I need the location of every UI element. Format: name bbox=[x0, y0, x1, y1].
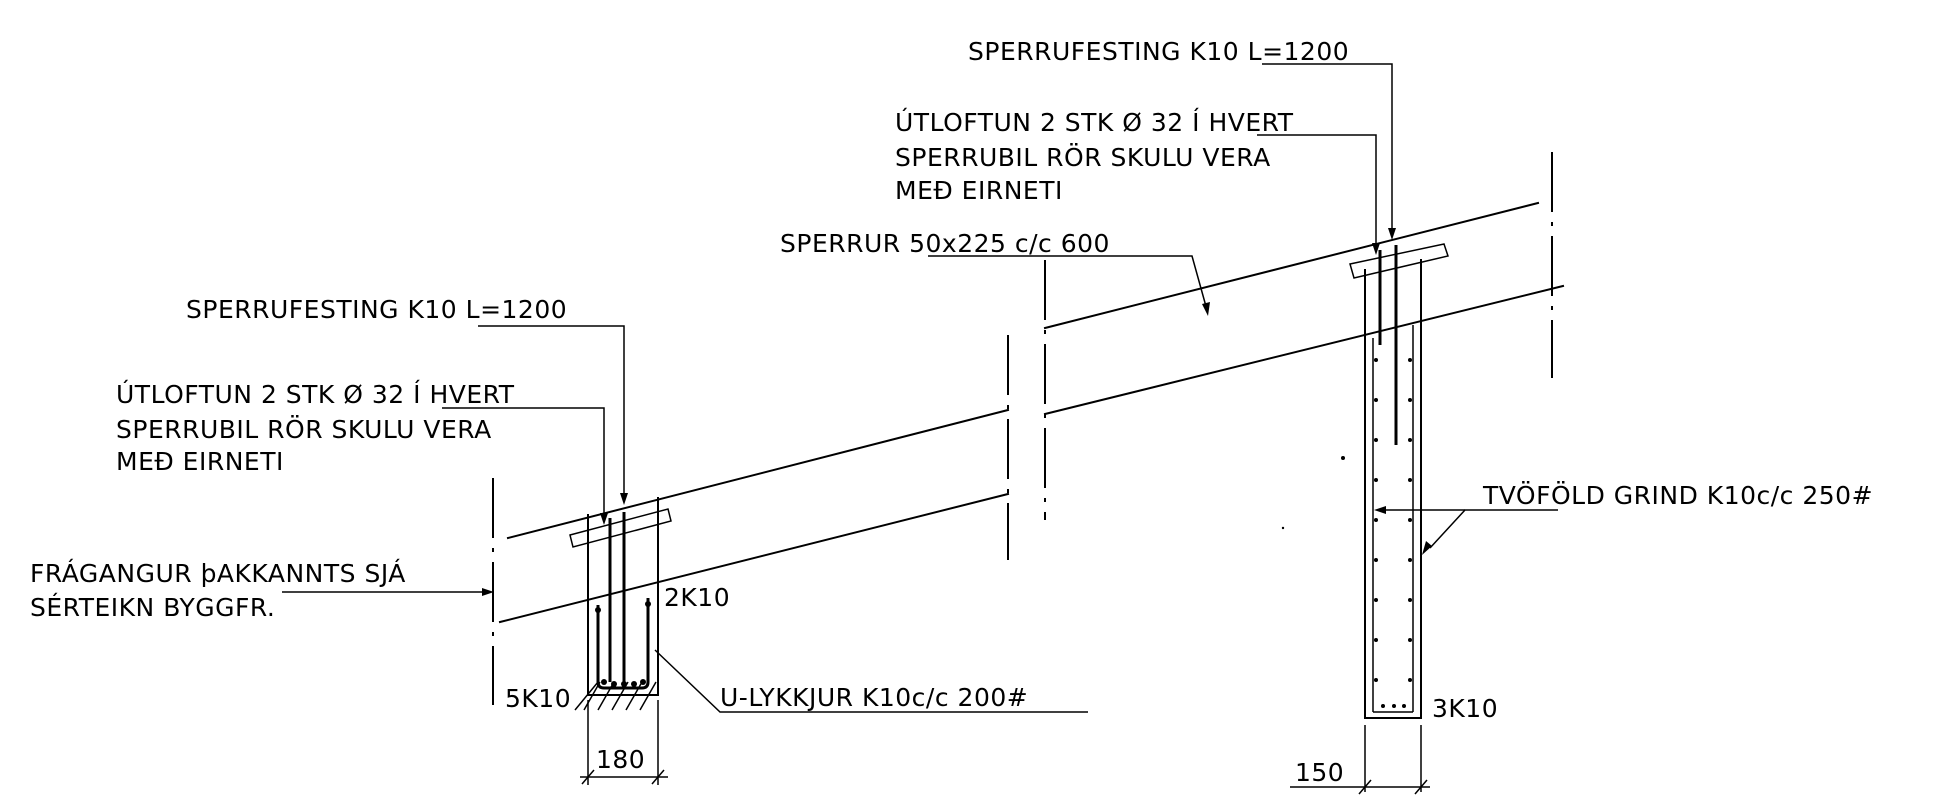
leader-left-fastening bbox=[478, 325, 625, 500]
leader-right-vent bbox=[1257, 134, 1377, 250]
leader-mesh bbox=[1429, 509, 1558, 549]
arrow bbox=[1202, 302, 1210, 316]
hatch bbox=[625, 681, 643, 711]
right-top-plate bbox=[1349, 243, 1449, 279]
mesh-dots bbox=[1374, 358, 1412, 708]
rafters bbox=[498, 201, 1565, 624]
hatch bbox=[583, 681, 601, 711]
dimension-right bbox=[1290, 725, 1430, 795]
left-wall bbox=[569, 497, 672, 711]
hatch bbox=[611, 681, 629, 711]
bar-dot bbox=[595, 607, 601, 613]
leader-rafters bbox=[928, 255, 1208, 311]
rafter-bottom-right bbox=[1043, 284, 1565, 416]
label-stirrups: U-LYKKJUR K10c/c 200# bbox=[720, 683, 1028, 712]
arrow bbox=[600, 513, 608, 525]
left-top-plate bbox=[569, 508, 672, 548]
hatch bbox=[639, 681, 657, 711]
label-right-vent-1: ÚTLOFTUN 2 STK Ø 32 Í HVERT bbox=[895, 107, 1294, 137]
rafter-top-left bbox=[506, 408, 1010, 540]
bar-dot bbox=[631, 681, 637, 687]
label-eaves-1: FRÁGANGUR þAKKANNTS SJÁ bbox=[30, 559, 406, 588]
leader-right-fastening bbox=[1262, 63, 1393, 235]
label-left-fastening: SPERRUFESTING K10 L=1200 bbox=[186, 295, 567, 324]
label-left-vent-2: SPERRUBIL RÖR SKULU VERA bbox=[116, 415, 492, 444]
label-left-width: 180 bbox=[596, 745, 645, 774]
label-eaves-2: SÉRTEIKN BYGGFR. bbox=[30, 593, 275, 622]
label-right-width: 150 bbox=[1295, 758, 1344, 787]
arrow bbox=[620, 493, 628, 505]
rafter-top-right bbox=[1043, 201, 1540, 330]
right-wall bbox=[1349, 243, 1449, 719]
arrow bbox=[482, 588, 494, 596]
label-left-vent-3: MEÐ EIRNETI bbox=[116, 447, 284, 476]
label-right-fastening: SPERRUFESTING K10 L=1200 bbox=[968, 37, 1349, 66]
label-left-bottom-bars: 5K10 bbox=[505, 684, 571, 713]
rafter-bottom-left bbox=[498, 492, 1010, 624]
label-rafters: SPERRUR 50x225 c/c 600 bbox=[780, 229, 1110, 258]
leader-5k10 bbox=[574, 681, 599, 711]
arrow bbox=[1372, 243, 1380, 255]
label-right-vent-2: SPERRUBIL RÖR SKULU VERA bbox=[895, 143, 1271, 172]
label-left-vent-1: ÚTLOFTUN 2 STK Ø 32 Í HVERT bbox=[116, 379, 515, 409]
leader-stirrups bbox=[654, 649, 1088, 713]
arrow bbox=[1374, 506, 1386, 514]
label-left-top-bars: 2K10 bbox=[664, 583, 730, 612]
arrow bbox=[1388, 228, 1396, 240]
leader-left-vent bbox=[442, 407, 605, 520]
label-right-vent-3: MEÐ EIRNETI bbox=[895, 176, 1063, 205]
speck bbox=[1281, 526, 1285, 530]
break-lines bbox=[492, 152, 1553, 705]
hatch bbox=[597, 681, 615, 711]
dimension-left bbox=[580, 700, 668, 785]
arrow bbox=[1422, 541, 1432, 555]
label-mesh: TVÖFÖLD GRIND K10c/c 250# bbox=[1482, 481, 1873, 510]
bar-dot bbox=[601, 679, 607, 685]
speck bbox=[1341, 456, 1345, 460]
label-right-bars: 3K10 bbox=[1432, 694, 1498, 723]
leader-lines bbox=[282, 63, 1558, 713]
bar-dot bbox=[645, 601, 651, 607]
